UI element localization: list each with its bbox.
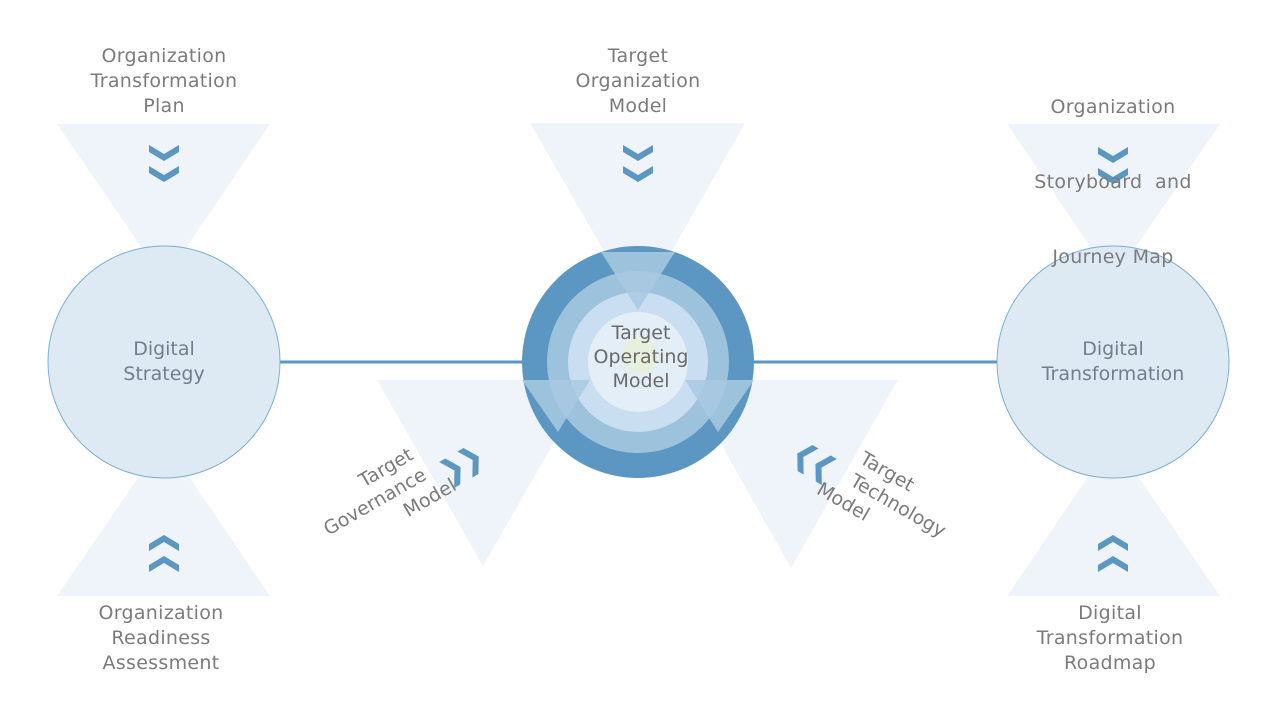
label-line: Organization: [1050, 96, 1176, 118]
circle-digital-transformation: [996, 245, 1230, 479]
triangle-governance: [377, 380, 590, 566]
label-line: Transformation: [1041, 363, 1185, 385]
overlap-wedge-right: [685, 380, 754, 432]
triangle-top-center: [530, 123, 745, 310]
label-line: Organization: [575, 70, 701, 92]
triangle-top-left: [57, 124, 270, 280]
overlap-wedge-left: [522, 380, 590, 432]
label-transformation-roadmap: Digital Transformation Roadmap: [1010, 601, 1210, 676]
triangle-top-right: [1007, 124, 1220, 280]
label-org-transformation-plan: Organization Transformation Plan: [64, 44, 264, 119]
label-line: Model: [608, 95, 668, 117]
label-line: Organization: [101, 45, 227, 67]
label-readiness-assessment: Organization Readiness Assessment: [61, 601, 261, 676]
overlap-wedge-top: [601, 252, 675, 310]
label-line: Digital: [1082, 338, 1144, 360]
double-chevron-down-icon: [1098, 147, 1128, 184]
label-line: Digital: [1078, 602, 1142, 624]
label-line: Model: [612, 370, 670, 392]
circle-digital-strategy: [47, 245, 281, 479]
label-line: Journey Map: [1052, 246, 1174, 268]
label-line: Strategy: [123, 363, 205, 385]
double-chevron-down-icon: [623, 145, 653, 182]
label-line: Digital: [133, 338, 195, 360]
double-chevron-right-icon: [439, 448, 479, 488]
label-storyboard-journey-map: Organization Storyboard and Journey Map: [1003, 45, 1223, 320]
label-digital-transformation: Digital Transformation: [1025, 337, 1201, 387]
double-chevron-left-icon: [797, 445, 837, 485]
label-line: Target: [607, 45, 669, 67]
label-line: Readiness: [111, 627, 211, 649]
label-line: Operating: [593, 346, 689, 368]
target-operating-model-rings: [522, 246, 754, 478]
label-line: Transformation: [90, 70, 238, 92]
label-line: Roadmap: [1064, 652, 1156, 674]
label-target-organization-model: Target Organization Model: [538, 44, 738, 119]
core-highlight: [622, 338, 658, 374]
label-line: Assessment: [102, 652, 220, 674]
label-line: Storyboard and: [1034, 171, 1192, 193]
label-line: Plan: [143, 95, 185, 117]
double-chevron-down-icon: [149, 145, 179, 182]
label-line: Target: [611, 322, 671, 344]
triangle-bottom-left: [57, 440, 270, 596]
label-line: Organization: [98, 602, 224, 624]
double-chevron-up-icon: [1098, 535, 1128, 572]
triangle-technology: [685, 380, 898, 568]
label-line: Transformation: [1036, 627, 1184, 649]
label-target-operating-model: Target Operating Model: [573, 321, 709, 393]
triangle-bottom-right: [1007, 440, 1220, 596]
label-digital-strategy: Digital Strategy: [84, 337, 244, 387]
double-chevron-up-icon: [149, 535, 179, 572]
